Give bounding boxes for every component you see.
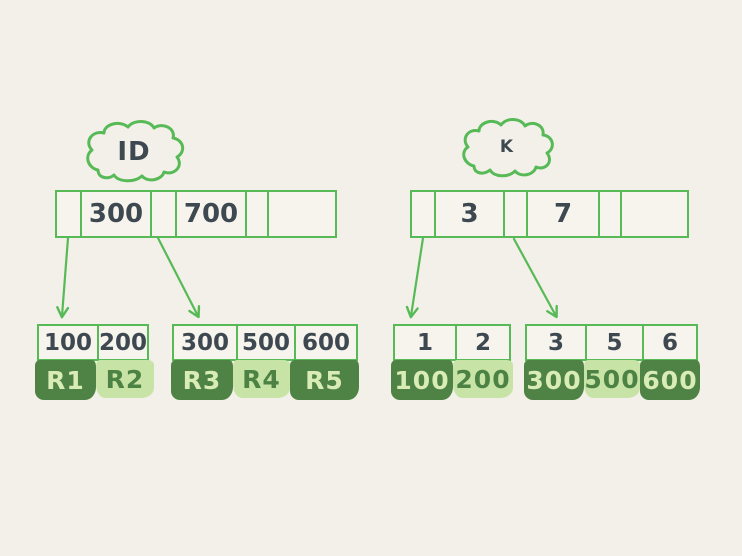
record-block: R4 [233,360,290,398]
record-block: 300 [524,360,584,400]
cloud-label-id: ID [117,137,151,167]
leaf-node-left-1: 100 200 [37,324,149,361]
leaf-key-cell: 2 [455,326,509,359]
root-key-cell: 300 [80,192,150,236]
leaf-key-cell: 100 [43,329,92,356]
leaf-key-cell: 200 [96,326,147,359]
record-block: R1 [35,360,96,400]
record-row-right-2: 300 500 600 [524,360,700,400]
pointer-arrow-left-2 [156,236,201,319]
record-row-left-2: R3 R4 R5 [171,360,359,400]
root-pointer-cell [57,192,80,236]
root-key-cell [267,192,335,236]
root-pointer-cell [150,192,175,236]
record-block: 100 [391,360,453,400]
leaf-key-cell: 300 [180,329,229,356]
leaf-key-cell: 1 [416,329,433,356]
root-pointer-cell [245,192,267,236]
root-key-cell: 7 [526,192,598,236]
record-row-right-1: 100 200 [391,360,513,400]
record-block: 500 [584,360,640,398]
leaf-key-cell: 3 [547,329,564,356]
record-block: R2 [96,360,154,398]
leaf-key-cell: 500 [236,326,294,359]
record-block: R5 [290,360,359,400]
record-block: 600 [640,360,700,400]
cloud-label-k: K [499,137,515,157]
leaf-key-cell: 5 [585,326,642,359]
root-key-cell: 700 [175,192,245,236]
pointer-arrow-right-2 [512,237,558,319]
root-key-cell: 3 [434,192,503,236]
root-pointer-cell [598,192,620,236]
leaf-node-right-1: 1 2 [393,324,511,361]
root-pointer-cell [503,192,526,236]
root-key-cell [620,192,687,236]
record-block: R3 [171,360,233,400]
leaf-key-cell: 600 [294,326,356,359]
root-node-left: 300 700 [55,190,337,238]
leaf-node-right-2: 3 5 6 [525,324,698,361]
record-row-left-1: R1 R2 [35,360,154,400]
root-pointer-cell [412,192,434,236]
leaf-key-cell: 6 [642,326,696,359]
leaf-node-left-2: 300 500 600 [172,324,358,361]
pointer-arrow-left-1 [56,236,70,319]
pointer-arrow-right-1 [405,236,425,319]
record-block: 200 [453,360,513,398]
root-node-right: 3 7 [410,190,689,238]
